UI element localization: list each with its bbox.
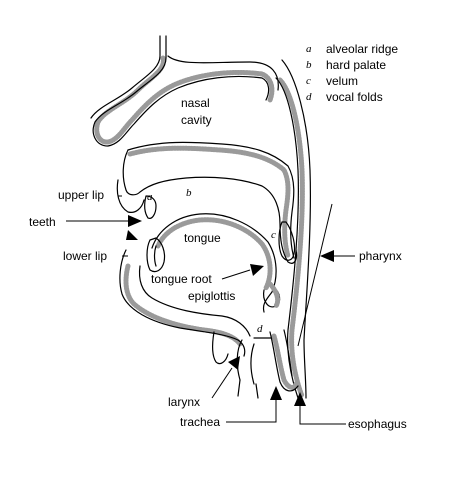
palate-lower-outline [122,149,298,264]
trachea-outline [237,379,259,399]
epiglottis-tissue [267,281,281,309]
lower-tooth-outline [146,237,166,273]
jaw-tissue [123,263,243,347]
label-upper-lip: upper lip [58,188,104,202]
legend-letter-d: d [306,91,312,103]
legend-text-c: velum [326,74,358,88]
lower-jaw-inner-outline [138,265,251,337]
tongue-tissue [155,217,273,291]
inline-letter-c: c [271,229,276,241]
label-cavity: cavity [181,113,212,127]
upper-tooth-outline [144,195,157,219]
label-trachea: trachea [180,415,220,429]
tongue-outline [151,213,277,313]
esophagus-outline-a [269,331,299,392]
velum-outline [278,221,296,261]
legend-text-a: alveolar ridge [326,42,398,56]
nasal-cavity-wall-outer [92,35,270,147]
arrow-trachea [270,386,282,400]
inline-letters: a b c d [147,187,276,335]
inline-letter-b: b [186,187,192,199]
pharyngeal-wall-outer [275,77,299,399]
label-lower-lip: lower lip [63,249,107,263]
leader-larynx [211,367,233,399]
anatomy-labels: nasal cavity upper lip teeth tongue lowe… [29,96,407,431]
legend-letter-c: c [306,75,311,87]
label-larynx: larynx [168,395,200,409]
larynx-front-outline [236,339,255,385]
arrow-teeth-lower [126,230,138,240]
label-epiglottis: epiglottis [188,289,235,303]
upper-lip-outline [116,179,145,213]
esophagus-tissue [271,333,299,390]
label-pharynx: pharynx [359,249,402,263]
palate-tissue [127,145,291,259]
esophagus-outline-b [283,329,293,377]
legend-text-d: vocal folds [326,90,383,104]
pharyngeal-wall-back [281,59,312,399]
legend: a alveolar ridge b hard palate c velum d… [306,42,398,104]
leader-esophagus [299,406,346,425]
leader-tongue-root [221,269,251,280]
label-nasal: nasal [181,96,210,110]
chin-outline [212,331,229,365]
label-esophagus: esophagus [348,417,407,431]
pharyngeal-wall-tissue [277,77,305,399]
inline-letter-d: d [257,323,263,335]
arrow-tongue-root [250,264,264,276]
anatomy-drawing [90,35,333,399]
label-tongue: tongue [184,231,221,245]
arrow-pharynx [320,250,334,262]
lower-tooth-inner [153,245,157,267]
label-tongue-root: tongue root [151,272,212,286]
arrow-larynx [228,356,240,370]
lower-lip-jaw-outline [119,249,246,357]
pharynx-indicator-line [297,203,333,347]
label-teeth: teeth [29,215,56,229]
legend-letter-b: b [306,59,312,71]
palate-upper-outline [127,141,295,259]
inline-letter-a: a [147,191,153,203]
leader-lines [66,195,355,425]
arrow-teeth [128,215,142,227]
legend-letter-a: a [306,43,312,55]
leader-trachea [226,400,277,423]
legend-text-b: hard palate [326,58,386,72]
nasal-cavity-wall-inner [90,35,279,119]
arrow-esophagus [294,392,306,406]
